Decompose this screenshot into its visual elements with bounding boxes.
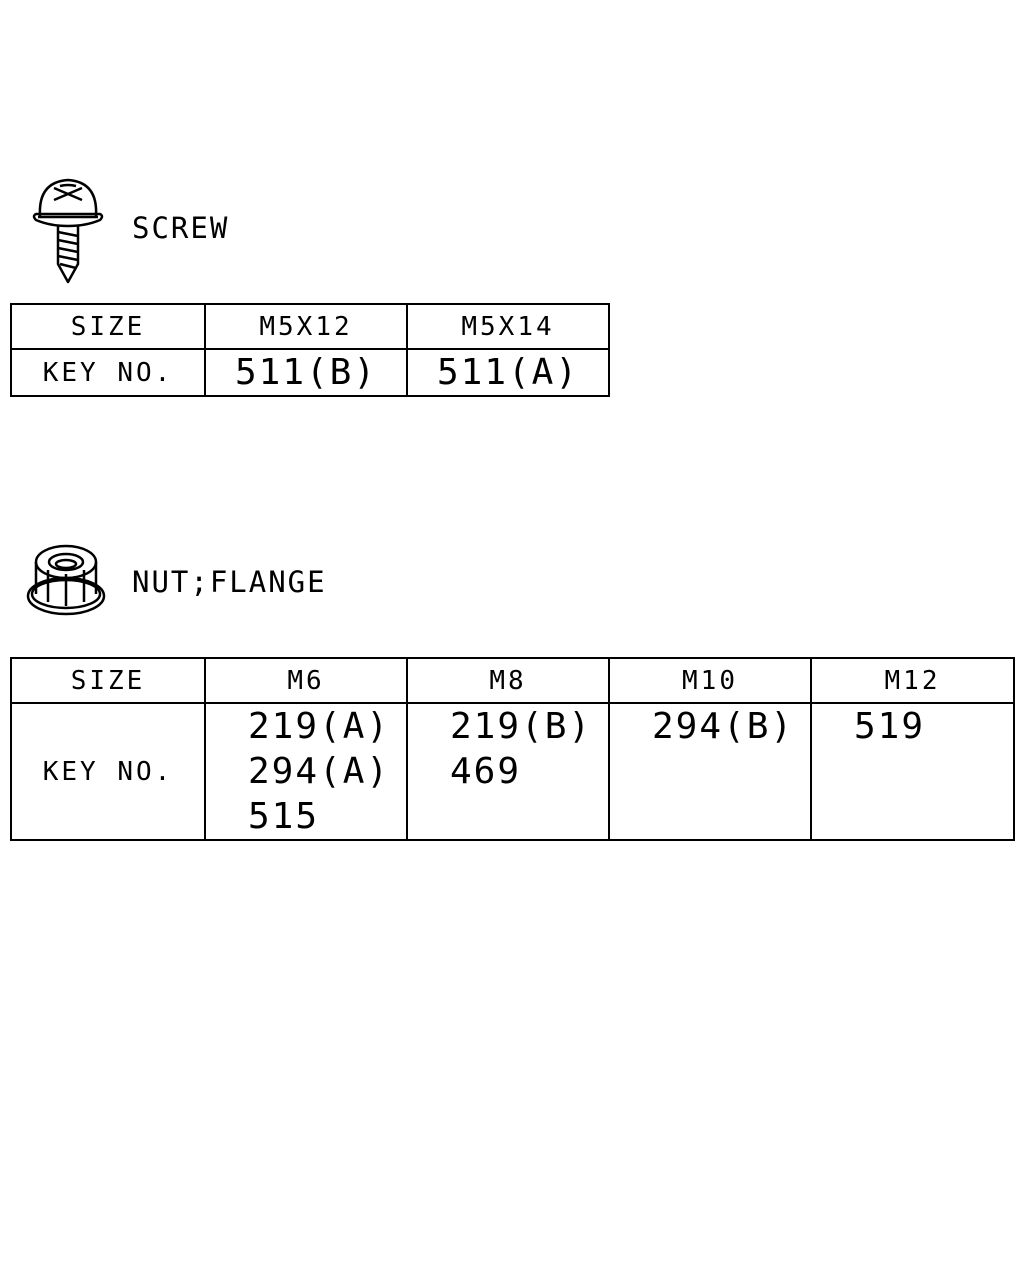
key-number: 294(A) [248, 751, 391, 792]
key-number: 519 [854, 706, 926, 747]
nut-key-cell: 294(B) [608, 702, 812, 841]
nut-title: NUT;FLANGE [132, 565, 327, 599]
nut-table: SIZE M6 M8 M10 M12 KEY NO. 219(A) 294(A)… [10, 657, 1015, 841]
nut-key-cell: 219(A) 294(A) 515 [204, 702, 408, 841]
screw-table: SIZE M5X12 M5X14 KEY NO. 511(B) 511(A) [10, 303, 610, 397]
screw-size-cell: M5X14 [406, 303, 610, 350]
nut-size-cell: M6 [204, 657, 408, 704]
nut-size-cell: M8 [406, 657, 610, 704]
screw-key-label: KEY NO. [10, 348, 206, 397]
nut-key-row: KEY NO. 219(A) 294(A) 515 219(B) 469 294… [10, 702, 1015, 841]
nut-key-cell: 219(B) 469 [406, 702, 610, 841]
nut-size-label: SIZE [10, 657, 206, 704]
nut-key-cell: 519 [810, 702, 1015, 841]
screw-size-row: SIZE M5X12 M5X14 [10, 303, 610, 350]
nut-key-label: KEY NO. [10, 702, 206, 841]
nut-size-row: SIZE M6 M8 M10 M12 [10, 657, 1015, 704]
screw-icon [32, 178, 104, 284]
key-number: 219(A) [248, 706, 391, 747]
key-number: 219(B) [450, 706, 593, 747]
screw-key-cell: 511(B) [204, 348, 408, 397]
nut-size-cell: M12 [810, 657, 1015, 704]
screw-key-row: KEY NO. 511(B) 511(A) [10, 348, 610, 397]
key-number: 515 [248, 796, 320, 837]
nut-size-cell: M10 [608, 657, 812, 704]
key-number: 294(B) [652, 706, 795, 747]
key-number: 469 [450, 751, 522, 792]
screw-title: SCREW [132, 211, 230, 245]
flange-nut-icon [26, 544, 106, 616]
screw-size-label: SIZE [10, 303, 206, 350]
screw-key-cell: 511(A) [406, 348, 610, 397]
screw-size-cell: M5X12 [204, 303, 408, 350]
